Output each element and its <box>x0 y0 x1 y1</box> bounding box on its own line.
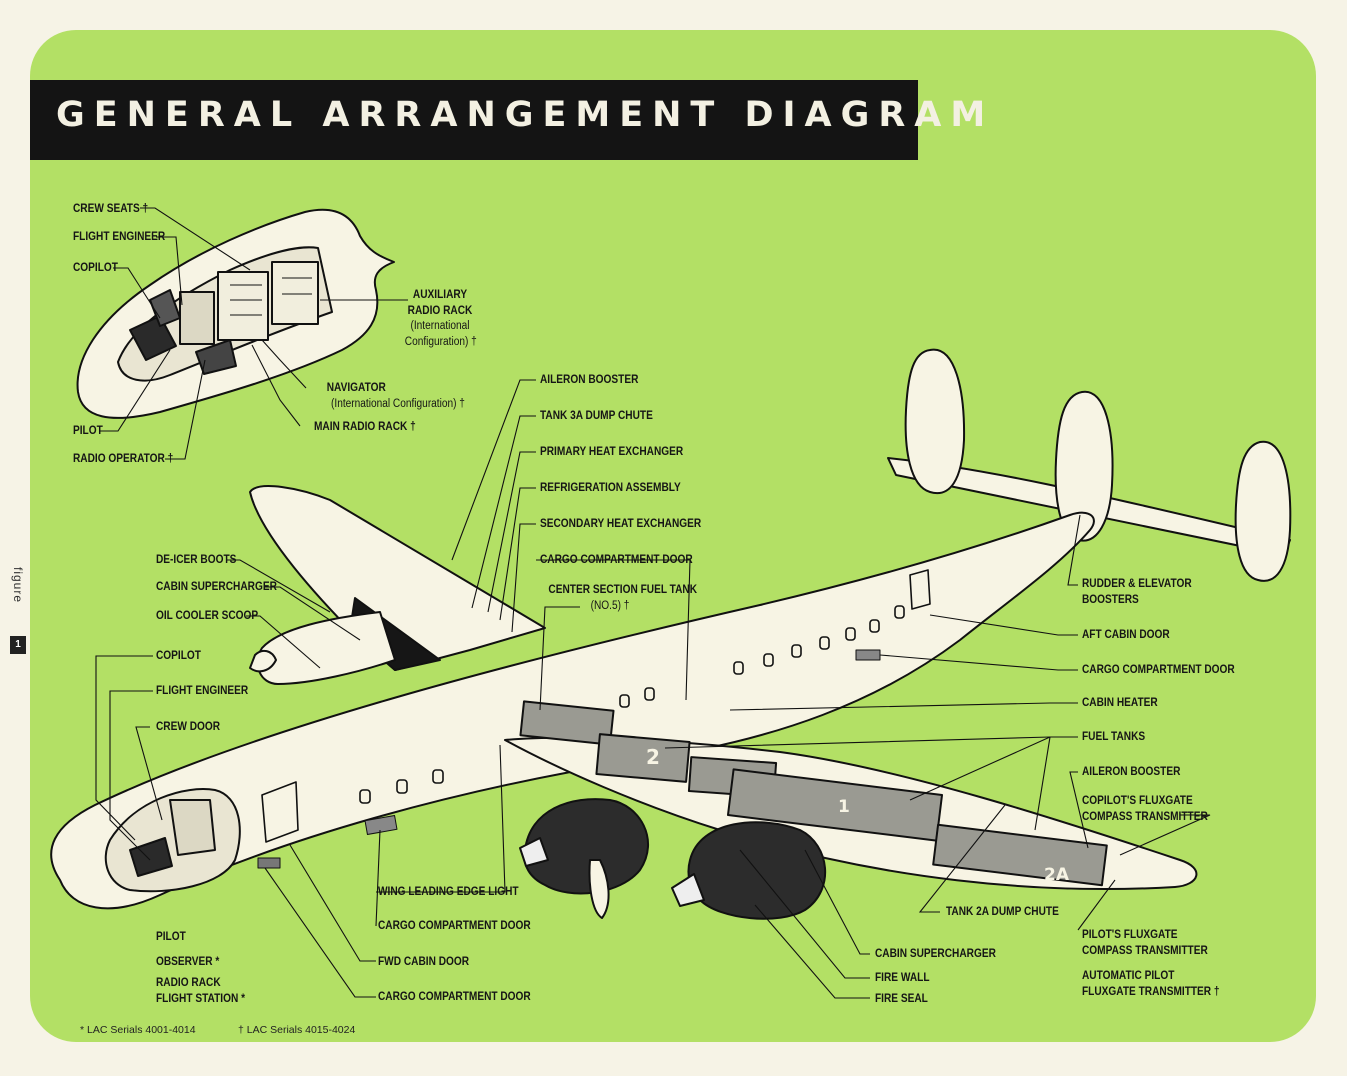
copilot-fluxgate-line-1: COPILOT'S FLUXGATE <box>1082 795 1193 807</box>
label-cargo-compartment-door-bottom-2: CARGO COMPARTMENT DOOR <box>378 991 531 1003</box>
label-pilot-fluxgate: PILOT'S FLUXGATE COMPASS TRANSMITTER <box>1082 928 1208 959</box>
page-title: GENERAL ARRANGEMENT DIAGRAM <box>56 95 995 135</box>
aux-rack-line-2: RADIO RACK <box>407 304 473 317</box>
label-de-icer-boots: DE-ICER BOOTS <box>156 554 237 566</box>
nose-cutaway <box>104 788 241 893</box>
label-fire-seal: FIRE SEAL <box>875 993 928 1005</box>
label-tank-3a-dump-chute: TANK 3A DUMP CHUTE <box>540 410 653 422</box>
auto-pilot-line-1: AUTOMATIC PILOT <box>1082 970 1175 982</box>
navigator-line-2: (International Configuration) † <box>331 397 465 410</box>
auto-pilot-line-2: FLUXGATE TRANSMITTER † <box>1082 985 1220 998</box>
figure-number: 1 <box>10 636 26 654</box>
label-secondary-heat-exchanger: SECONDARY HEAT EXCHANGER <box>540 518 702 530</box>
tank-2a-label: 2A <box>1044 865 1070 885</box>
label-automatic-pilot-fluxgate: AUTOMATIC PILOT FLUXGATE TRANSMITTER † <box>1082 969 1220 1000</box>
label-wing-leading-edge-light: WING LEADING EDGE LIGHT <box>378 886 519 898</box>
label-observer: OBSERVER * <box>156 956 220 968</box>
label-pilot-inset: PILOT <box>73 425 103 437</box>
label-flight-engineer-inset: FLIGHT ENGINEER <box>73 231 166 243</box>
label-copilot: COPILOT <box>156 650 201 662</box>
aux-rack-line-3: (International <box>410 320 470 333</box>
label-aileron-booster-top: AILERON BOOSTER <box>540 374 639 386</box>
footnote-dagger: † LAC Serials 4015-4024 <box>238 1024 356 1036</box>
label-refrigeration-assembly: REFRIGERATION ASSEMBLY <box>540 482 681 494</box>
label-cargo-compartment-door-right: CARGO COMPARTMENT DOOR <box>1082 664 1235 676</box>
label-cargo-compartment-door-top: CARGO COMPARTMENT DOOR <box>540 554 693 566</box>
label-crew-door: CREW DOOR <box>156 721 221 733</box>
tank-2-label: 2 <box>646 745 660 769</box>
label-cabin-supercharger-left: CABIN SUPERCHARGER <box>156 581 277 593</box>
pilot-fluxgate-line-2: COMPASS TRANSMITTER <box>1082 944 1208 957</box>
label-cabin-supercharger-bottom: CABIN SUPERCHARGER <box>875 948 996 960</box>
rudder-line-2: BOOSTERS <box>1082 593 1139 606</box>
figure-tab: figure 1 <box>6 522 30 662</box>
fuel-tank-1 <box>726 768 944 842</box>
aux-rack-line-4: Configuration) † <box>404 335 477 348</box>
label-fuel-tanks: FUEL TANKS <box>1082 731 1146 743</box>
fuel-tank-2 <box>595 733 691 783</box>
radio-rack-line-2: FLIGHT STATION * <box>156 992 246 1005</box>
tail-assembly <box>887 348 1292 582</box>
label-auxiliary-radio-rack: AUXILIARY RADIO RACK (International Conf… <box>404 288 477 350</box>
pilot-fluxgate-line-1: PILOT'S FLUXGATE <box>1082 929 1178 941</box>
label-main-radio-rack: MAIN RADIO RACK † <box>314 421 416 433</box>
flight-deck-inset <box>76 208 395 419</box>
label-tank-2a-dump-chute: TANK 2A DUMP CHUTE <box>946 906 1059 918</box>
label-copilot-fluxgate: COPILOT'S FLUXGATE COMPASS TRANSMITTER <box>1082 794 1208 825</box>
label-aft-cabin-door: AFT CABIN DOOR <box>1082 629 1170 641</box>
aux-rack-line-1: AUXILIARY <box>412 289 468 301</box>
label-cabin-heater: CABIN HEATER <box>1082 697 1158 709</box>
label-navigator: NAVIGATOR (International Configuration) … <box>323 381 473 412</box>
label-aileron-booster-right: AILERON BOOSTER <box>1082 766 1181 778</box>
label-radio-operator: RADIO OPERATOR † <box>73 453 174 465</box>
copilot-fluxgate-line-2: COMPASS TRANSMITTER <box>1082 810 1208 823</box>
radio-rack-line-1: RADIO RACK <box>156 977 221 989</box>
center-tank-line-1: CENTER SECTION FUEL TANK <box>548 584 698 596</box>
label-center-section-fuel-tank: CENTER SECTION FUEL TANK (NO.5) † <box>548 583 698 614</box>
label-flight-engineer: FLIGHT ENGINEER <box>156 685 249 697</box>
label-fire-wall: FIRE WALL <box>875 972 930 984</box>
label-pilot: PILOT <box>156 931 186 943</box>
tank-1-label: 1 <box>838 797 850 817</box>
rudder-line-1: RUDDER & ELEVATOR <box>1082 578 1192 590</box>
label-rudder-elevator-boosters: RUDDER & ELEVATOR BOOSTERS <box>1082 577 1192 608</box>
leader-lines <box>95 207 1211 999</box>
center-tank-line-2: (NO.5) † <box>590 599 630 612</box>
label-primary-heat-exchanger: PRIMARY HEAT EXCHANGER <box>540 446 684 458</box>
label-cargo-compartment-door-bottom-1: CARGO COMPARTMENT DOOR <box>378 920 531 932</box>
label-crew-seats: CREW SEATS † <box>73 203 149 215</box>
far-engine <box>256 611 396 685</box>
label-copilot-inset: COPILOT <box>73 262 118 274</box>
footnote-star: * LAC Serials 4001-4014 <box>80 1024 196 1036</box>
navigator-line-1: NAVIGATOR <box>326 382 386 394</box>
label-radio-rack: RADIO RACK FLIGHT STATION * <box>156 976 245 1007</box>
title-bar <box>30 80 918 160</box>
label-fwd-cabin-door: FWD CABIN DOOR <box>378 956 470 968</box>
label-oil-cooler-scoop: OIL COOLER SCOOP <box>156 610 259 622</box>
